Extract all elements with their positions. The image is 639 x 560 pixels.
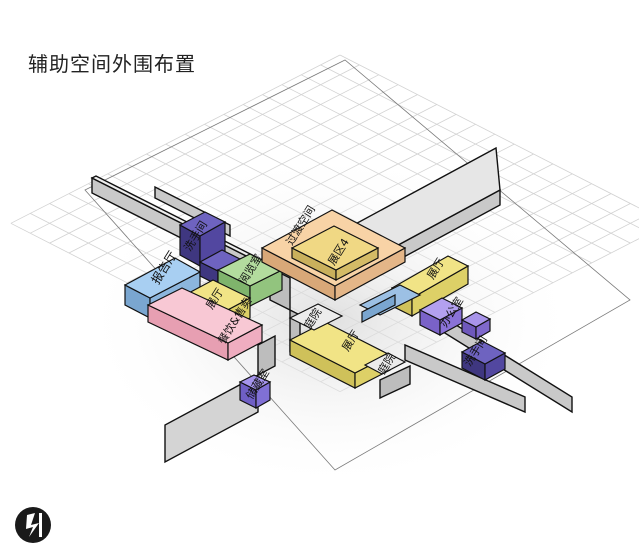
page-title: 辅助空间外围布置 <box>28 48 196 77</box>
logo-icon <box>15 507 51 543</box>
